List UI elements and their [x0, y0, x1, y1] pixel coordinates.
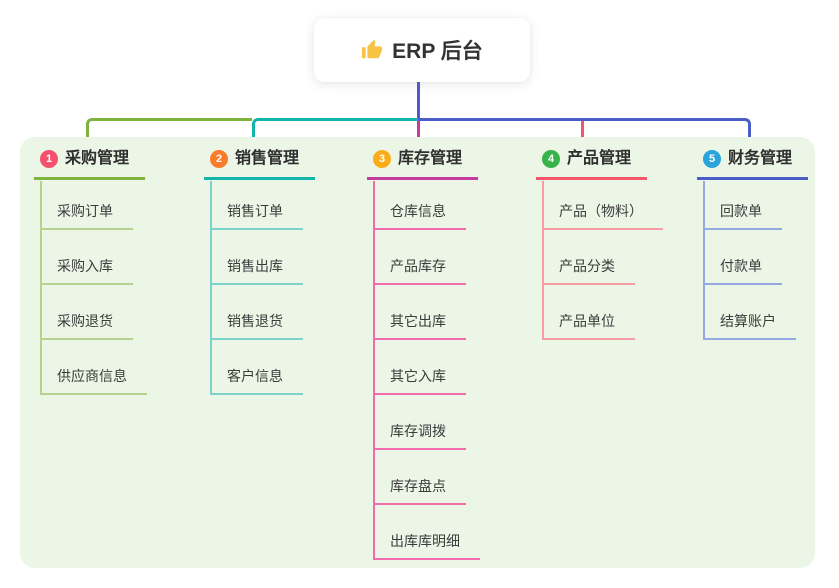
child-node[interactable]: 采购入库	[40, 257, 133, 285]
branch-number-badge: 4	[542, 150, 560, 168]
child-node[interactable]: 采购退货	[40, 312, 133, 340]
branch-title-label: 库存管理	[398, 150, 463, 167]
branch-title-label: 采购管理	[65, 150, 130, 167]
child-node[interactable]: 结算账户	[703, 312, 796, 340]
connector-branch-4	[581, 121, 584, 146]
branch-stem-line	[703, 181, 705, 340]
branch-title-label: 销售管理	[235, 150, 300, 167]
connector-branch-3	[417, 121, 420, 146]
child-node[interactable]: 采购订单	[40, 202, 133, 230]
branch-title-node-5[interactable]: 5 财务管理	[697, 148, 809, 180]
connector-branch-5	[418, 118, 751, 146]
child-node[interactable]: 销售退货	[210, 312, 303, 340]
child-node[interactable]: 销售出库	[210, 257, 303, 285]
child-node[interactable]: 客户信息	[210, 367, 303, 395]
branch-title-node-1[interactable]: 1 采购管理	[34, 148, 146, 180]
branch-stem-line	[542, 181, 544, 340]
child-node[interactable]: 库存调拨	[373, 422, 466, 450]
thumbs-up-icon	[361, 39, 383, 61]
branch-title-label: 产品管理	[567, 150, 632, 167]
mindmap-panel	[20, 137, 815, 568]
child-node[interactable]: 付款单	[703, 257, 782, 285]
child-node[interactable]: 销售订单	[210, 202, 303, 230]
connector-branch-2	[252, 118, 418, 146]
child-node[interactable]: 产品分类	[542, 257, 635, 285]
child-node[interactable]: 供应商信息	[40, 367, 147, 395]
child-node[interactable]: 其它出库	[373, 312, 466, 340]
branch-title-node-3[interactable]: 3 库存管理	[367, 148, 479, 180]
branch-title-node-2[interactable]: 2 销售管理	[204, 148, 316, 180]
branch-number-badge: 3	[373, 150, 391, 168]
child-node[interactable]: 产品库存	[373, 257, 466, 285]
branch-stem-line	[373, 181, 375, 560]
child-node[interactable]: 产品单位	[542, 312, 635, 340]
branch-stem-line	[40, 181, 42, 395]
root-connector-line	[417, 82, 420, 118]
branch-title-label: 财务管理	[728, 150, 793, 167]
branch-number-badge: 1	[40, 150, 58, 168]
branch-stem-line	[210, 181, 212, 395]
child-node[interactable]: 其它入库	[373, 367, 466, 395]
child-node[interactable]: 产品（物料）	[542, 202, 663, 230]
connector-branch-1	[86, 118, 252, 146]
child-node[interactable]: 库存盘点	[373, 477, 466, 505]
branch-title-node-4[interactable]: 4 产品管理	[536, 148, 648, 180]
branch-number-badge: 2	[210, 150, 228, 168]
child-node[interactable]: 回款单	[703, 202, 782, 230]
root-label: ERP 后台	[392, 40, 483, 63]
child-node[interactable]: 出库库明细	[373, 532, 480, 560]
child-node[interactable]: 仓库信息	[373, 202, 466, 230]
branch-number-badge: 5	[703, 150, 721, 168]
root-node[interactable]: ERP 后台	[314, 18, 530, 82]
